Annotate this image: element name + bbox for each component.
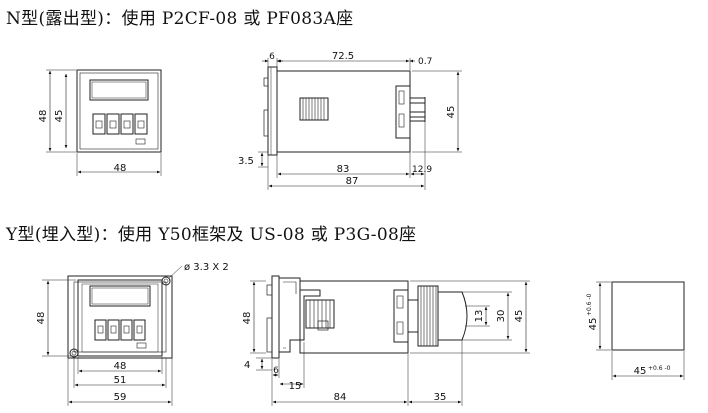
panel-cutout-view bbox=[596, 281, 685, 380]
n-front-width: 48 bbox=[114, 163, 127, 174]
n-side-6: 6 bbox=[269, 52, 275, 62]
n-type-title: N型(露出型)：使用 P2CF-08 或 PF083A座 bbox=[6, 9, 354, 29]
y-front-width-59: 59 bbox=[114, 392, 127, 403]
cutout-height-tol: +0.6 -0 bbox=[586, 293, 593, 316]
n-side-45: 45 bbox=[446, 106, 457, 119]
n-digit-switches bbox=[92, 113, 148, 135]
cutout-width-label: 45 bbox=[634, 366, 647, 377]
n-side-view bbox=[258, 58, 462, 190]
n-side-83: 83 bbox=[337, 164, 350, 175]
n-front-height-inner: 45 bbox=[54, 110, 65, 123]
cutout-width-tol: +0.6 -0 bbox=[648, 365, 671, 372]
y-side-48: 48 bbox=[242, 312, 253, 325]
y-front-width-51: 51 bbox=[114, 375, 127, 386]
y-side-13: 13 bbox=[474, 310, 485, 323]
n-side-12-9: 12.9 bbox=[412, 165, 432, 175]
n-side-72-5: 72.5 bbox=[332, 51, 354, 62]
cutout-height-label: 45 bbox=[588, 318, 599, 331]
y-front-hole: ø 3.3 X 2 bbox=[184, 262, 229, 273]
y-side-45: 45 bbox=[514, 310, 525, 323]
y-side-30: 30 bbox=[496, 310, 507, 323]
n-front-view bbox=[46, 69, 162, 176]
y-front-view bbox=[42, 265, 183, 406]
n-side-3-5: 3.5 bbox=[238, 156, 254, 167]
y-side-84: 84 bbox=[334, 392, 347, 403]
y-side-15: 15 bbox=[289, 381, 302, 392]
y-front-height: 48 bbox=[36, 312, 47, 325]
y-type-title: Y型(埋入型)：使用 Y50框架及 US-08 或 P3G-08座 bbox=[6, 225, 417, 245]
n-side-0-7: 0.7 bbox=[418, 57, 432, 67]
n-side-87: 87 bbox=[346, 176, 359, 187]
y-front-width-48: 48 bbox=[114, 361, 127, 372]
y-side-6: 6 bbox=[273, 366, 279, 376]
y-digit-switches bbox=[94, 319, 146, 341]
y-side-4: 4 bbox=[244, 360, 250, 371]
n-front-height-outer: 48 bbox=[38, 110, 49, 123]
y-side-view bbox=[250, 275, 530, 406]
y-side-35: 35 bbox=[434, 392, 447, 403]
